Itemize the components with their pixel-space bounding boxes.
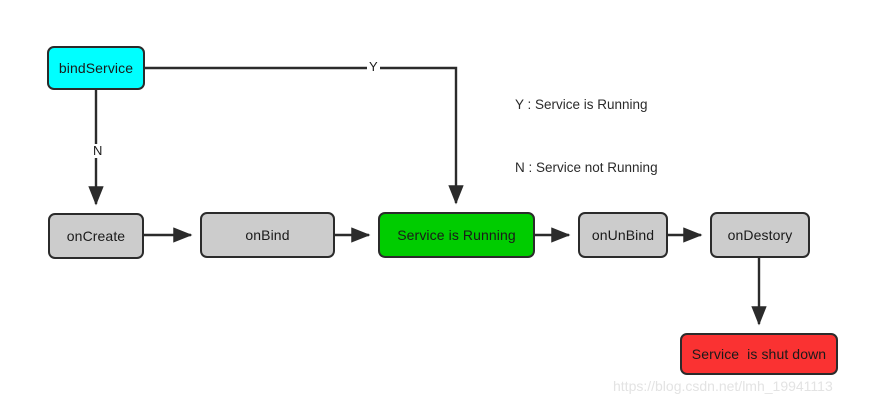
node-on-bind[interactable]: onBind — [200, 212, 335, 258]
node-service-running[interactable]: Service is Running — [378, 212, 535, 258]
node-on-bind-label: onBind — [245, 227, 290, 243]
node-service-running-label: Service is Running — [397, 227, 516, 243]
node-on-unbind[interactable]: onUnBind — [578, 212, 668, 258]
node-on-create-label: onCreate — [66, 228, 126, 244]
legend-line-no: N : Service not Running — [515, 160, 658, 175]
edge-label-no: N — [91, 143, 105, 158]
edge-bindservice-to-service-running — [145, 66, 464, 205]
node-on-destory[interactable]: onDestory — [710, 212, 810, 258]
node-on-destory-label: onDestory — [727, 227, 793, 243]
node-service-shut-down[interactable]: Service is shut down — [680, 333, 838, 375]
legend-line-yes: Y : Service is Running — [515, 97, 648, 112]
node-on-create[interactable]: onCreate — [48, 213, 144, 259]
node-bind-service-label: bindService — [58, 60, 134, 76]
node-bind-service[interactable]: bindService — [47, 46, 145, 90]
legend: Y : Service is Running N : Service not R… — [515, 52, 658, 220]
watermark: https://blog.csdn.net/lmh_19941113 — [613, 378, 833, 394]
edge-label-yes: Y — [367, 59, 380, 74]
node-on-unbind-label: onUnBind — [591, 227, 655, 243]
node-service-shut-down-label: Service is shut down — [691, 346, 827, 362]
